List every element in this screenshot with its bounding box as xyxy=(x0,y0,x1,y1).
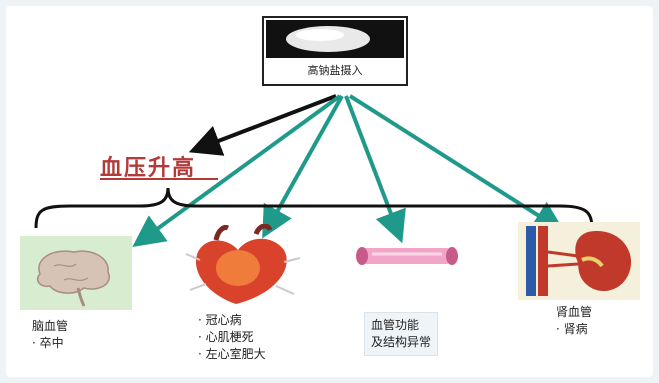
kidney-icon xyxy=(518,222,640,300)
arrow-to-brain xyxy=(132,94,342,248)
arrow-to-bp xyxy=(188,94,337,156)
caption-line: · 冠心病 xyxy=(198,313,242,327)
blood-vessel-icon xyxy=(352,238,462,274)
caption-line: · 心肌梗死 xyxy=(198,330,254,344)
arrow-to-vessel xyxy=(344,95,406,244)
heart-caption: · 冠心病 · 心肌梗死 · 左心室肥大 xyxy=(198,312,266,363)
blood-pressure-underline xyxy=(100,178,218,180)
brain-caption: 脑血管 · 卒中 xyxy=(32,318,68,352)
curly-brace xyxy=(34,187,594,229)
caption-line: 及结构异常 xyxy=(371,335,432,349)
vessel-caption: 血管功能 及结构异常 xyxy=(364,312,439,356)
caption-line: 肾血管 xyxy=(556,305,593,319)
brain-icon xyxy=(20,236,132,310)
caption-line: · 肾病 xyxy=(556,322,588,336)
salt-pile-photo xyxy=(266,20,404,58)
high-sodium-intake-box: 高钠盐摄入 xyxy=(262,16,408,86)
heart-icon xyxy=(176,223,306,308)
caption-line: · 左心室肥大 xyxy=(198,347,266,361)
caption-line: 血管功能 xyxy=(371,318,420,332)
caption-line: · 卒中 xyxy=(32,336,64,350)
arrow-to-kidney xyxy=(348,94,566,233)
high-sodium-intake-label: 高钠盐摄入 xyxy=(307,64,363,77)
caption-line: 脑血管 xyxy=(32,319,69,333)
blood-pressure-rise-label: 血压升高 xyxy=(100,156,197,181)
kidney-caption: 肾血管 · 肾病 xyxy=(556,304,592,338)
